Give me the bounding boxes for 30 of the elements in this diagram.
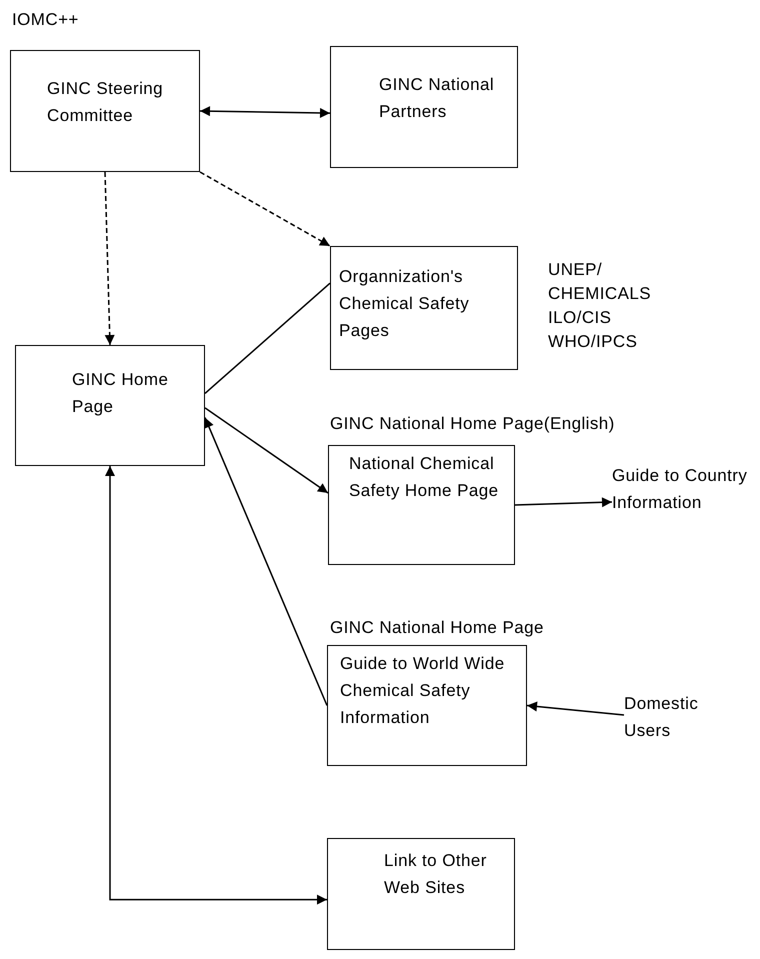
process-box [10, 50, 200, 172]
arrow [105, 466, 327, 905]
arrow [200, 106, 330, 118]
arrow [204, 407, 328, 494]
node-text: Organnization's Chemical Safety Pages [339, 266, 470, 342]
node-text: GINC National Partners [379, 74, 496, 123]
side-label: UNEP/ CHEMICALS [548, 259, 648, 305]
node-text: National Chemical Safety Home Page [349, 453, 500, 502]
process-box [15, 345, 205, 466]
process-box [327, 645, 527, 766]
arrow [104, 172, 115, 346]
node-text: GINC Steering Committee [47, 78, 164, 127]
node-label: Domestic Users [624, 690, 734, 740]
side-label: ILO/CIS [548, 307, 612, 329]
arrow [204, 417, 328, 706]
process-box [327, 838, 515, 950]
side-label: GINC National Home Page [330, 617, 545, 639]
side-label: WHO/IPCS [548, 331, 638, 353]
side-label: IOMC++ [12, 9, 80, 31]
process-box [328, 445, 515, 565]
node-text: Guide to World Wide Chemical Safety Information [340, 653, 506, 729]
node-text: GINC Home Page [72, 369, 170, 418]
process-box [330, 246, 518, 370]
arrow [514, 497, 612, 508]
process-box [330, 46, 518, 168]
node-text: Link to Other Web Sites [384, 850, 488, 899]
side-label: GINC National Home Page(English) [330, 413, 616, 435]
arrow [200, 171, 330, 247]
node-label: Guide to Country Information [612, 462, 752, 542]
arrow [526, 702, 624, 716]
